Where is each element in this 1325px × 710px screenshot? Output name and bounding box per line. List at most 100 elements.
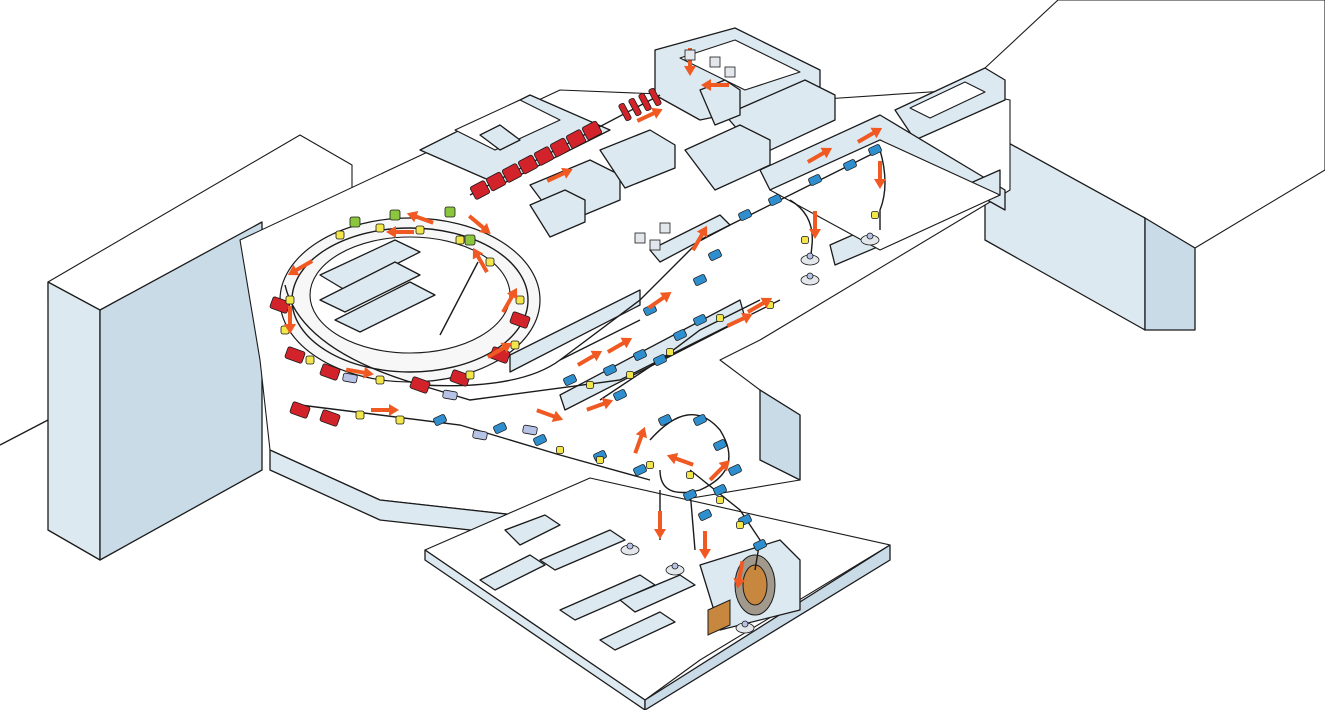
corrector-magnet <box>442 389 458 401</box>
target-station-icon <box>735 620 755 634</box>
beam-arrow-icon <box>726 312 753 328</box>
beam-arrow-icon <box>345 366 374 379</box>
transport-magnet <box>698 509 712 521</box>
beam-arrow-icon <box>708 460 730 482</box>
transport-magnet <box>708 249 722 261</box>
beam-arrow-icon <box>874 161 886 189</box>
rf-cavity <box>638 92 652 112</box>
ring-dipole-magnet <box>409 376 431 394</box>
transport-magnet <box>843 159 857 171</box>
beam-arrow-icon <box>345 366 374 379</box>
beam-arrow-icon <box>684 48 696 76</box>
rf-cavity <box>648 87 662 107</box>
beam-arrow-icon <box>287 259 314 276</box>
beam-arrow-icon <box>472 247 489 274</box>
beam-arrow-icon <box>284 306 296 334</box>
sextupole-magnet <box>349 216 361 228</box>
linac-cavity <box>517 154 539 175</box>
beam-arrow-icon <box>733 560 746 589</box>
quadrupole-magnet <box>395 415 405 425</box>
transport-magnet <box>563 374 577 386</box>
beam-arrow-icon <box>486 342 513 359</box>
transport-magnet <box>493 422 507 434</box>
quadrupole-magnet <box>375 223 385 233</box>
lower-experimental-hall <box>424 477 891 710</box>
detector-icon <box>707 599 731 636</box>
quadrupole-magnet <box>666 348 674 356</box>
transport-magnet <box>808 174 822 186</box>
beam-arrow-icon <box>467 214 491 234</box>
beam-arrow-icon <box>633 426 648 454</box>
beam-arrow-icon <box>701 79 729 91</box>
device-icon <box>684 49 696 61</box>
device-icon <box>724 66 736 78</box>
beam-arrow-icon <box>501 287 518 314</box>
beam-arrows <box>284 48 886 589</box>
target-station-head <box>866 232 874 240</box>
device-icon <box>634 232 646 244</box>
quadrupole-magnet <box>465 370 475 380</box>
target-station-icon <box>800 272 820 286</box>
transport-magnet <box>533 434 547 446</box>
beam-arrow-icon <box>546 167 573 183</box>
beam-arrow-icon <box>576 350 603 367</box>
beam-arrow-icon <box>666 452 694 467</box>
corrector-magnet <box>472 429 488 441</box>
quadrupole-magnet <box>285 295 295 305</box>
transport-magnet <box>673 329 687 341</box>
beam-arrow-icon <box>536 408 564 423</box>
transport-magnet <box>713 439 727 451</box>
beam-arrow-icon <box>654 511 666 539</box>
target-station-head <box>741 620 749 628</box>
ring-dipole-magnet <box>319 409 341 427</box>
beam-arrow-icon <box>546 167 573 183</box>
linac-cavity <box>501 163 523 183</box>
target-station-head <box>671 562 679 570</box>
beam-arrow-icon <box>806 147 833 164</box>
beam-arrow-icon <box>371 404 399 416</box>
linac-cavity <box>581 120 603 141</box>
beam-arrow-icon <box>633 426 648 454</box>
transport-magnet <box>693 414 707 426</box>
beam-arrow-icon <box>746 297 773 314</box>
linac-cavity <box>469 180 491 200</box>
linac-cavity <box>565 129 587 149</box>
beam-arrow-icon <box>809 211 821 239</box>
ring-dipole-magnet <box>509 311 531 329</box>
beam-arrow-icon <box>536 408 564 423</box>
quadrupole-magnet <box>801 236 809 244</box>
transport-magnet <box>738 209 752 221</box>
beam-arrow-icon <box>856 127 883 144</box>
quadrupole-magnet <box>515 295 525 305</box>
beamline-8 <box>879 149 886 230</box>
ring-dipole-magnet <box>284 346 306 364</box>
quadrupole-magnet <box>335 230 345 240</box>
corrector-magnet <box>342 372 358 384</box>
quadrupole-magnet <box>596 456 604 464</box>
target-station-icon <box>800 252 820 266</box>
transport-magnet <box>653 354 667 366</box>
beam-arrow-icon <box>636 107 663 123</box>
beam-arrow-icon <box>647 291 672 310</box>
beam-arrow-icon <box>287 259 314 276</box>
quadrupole-magnet <box>716 314 724 322</box>
quadrupole-magnet <box>455 235 465 245</box>
target-stations <box>620 49 880 634</box>
beam-arrow-icon <box>586 397 614 412</box>
right-building <box>984 0 1325 331</box>
rf-cavity <box>618 102 632 122</box>
linac-cavity <box>549 137 571 158</box>
beam-arrow-icon <box>701 79 729 91</box>
storage-ring <box>279 217 541 383</box>
beam-arrow-icon <box>386 226 414 238</box>
beamline-11 <box>689 489 696 551</box>
beam-arrow-icon <box>576 350 603 367</box>
target-station-head <box>806 252 814 260</box>
quadrupole-magnet <box>586 381 594 389</box>
beam-arrow-icon <box>806 147 833 164</box>
beam-arrow-icon <box>472 247 489 274</box>
target-station-icon <box>665 562 685 576</box>
beamline-2 <box>299 404 651 481</box>
beam-arrow-icon <box>726 312 753 328</box>
